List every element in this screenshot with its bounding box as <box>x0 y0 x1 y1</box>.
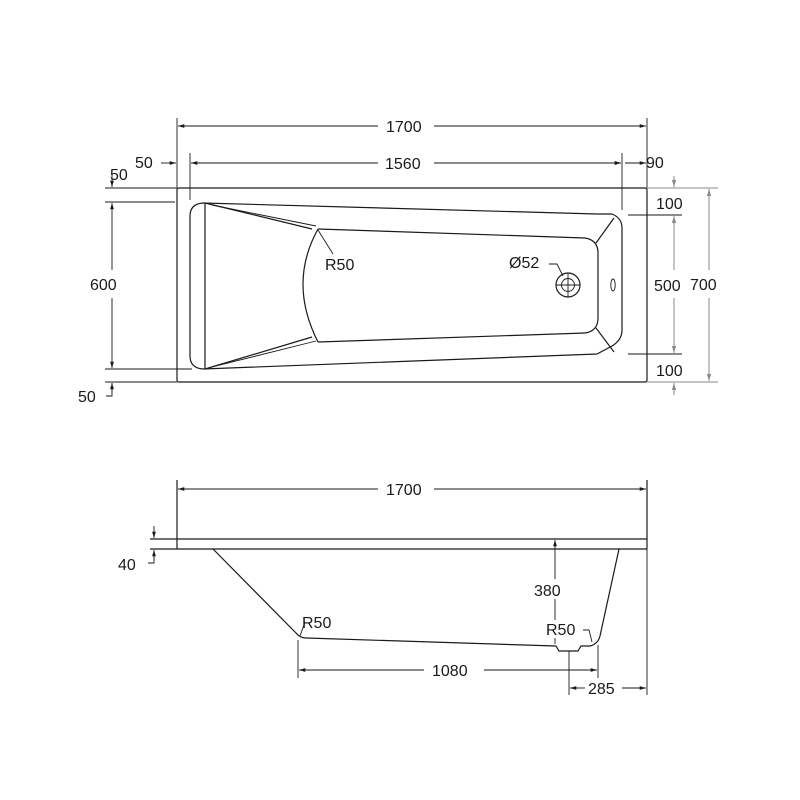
label-inner-length: 1560 <box>385 156 421 173</box>
label-rim-thickness: 40 <box>118 557 136 574</box>
tub-outer-outline <box>176 187 648 383</box>
label-radius-left: R50 <box>302 615 331 632</box>
label-top-rim-right: 100 <box>656 196 683 213</box>
label-waste-offset: 285 <box>588 681 615 698</box>
label-depth: 380 <box>534 583 561 600</box>
top-view: Ø52 R50 1700 1560 50 90 50 <box>78 118 718 406</box>
label-floor-length: 1080 <box>432 663 468 680</box>
label-radius-right: R50 <box>546 622 575 639</box>
label-bottom-rim-right: 100 <box>656 363 683 380</box>
label-inner-width-left: 600 <box>90 277 117 294</box>
label-overall-width: 700 <box>690 277 717 294</box>
label-inner-width-right: 500 <box>654 278 681 295</box>
overflow-icon <box>610 278 616 292</box>
label-backrest-radius: R50 <box>325 257 354 274</box>
label-side-overall-length: 1700 <box>386 482 422 499</box>
tub-basin-outline <box>189 202 623 370</box>
label-waste-diameter: Ø52 <box>509 255 539 272</box>
waste-outlet-icon <box>555 272 581 298</box>
label-right-rim: 90 <box>646 155 664 172</box>
label-left-rim: 50 <box>135 155 153 172</box>
side-view: 1700 40 380 R50 R50 1080 285 <box>118 480 648 698</box>
tub-side-profile <box>212 548 620 652</box>
label-bottom-rim-left: 50 <box>78 389 96 406</box>
label-top-rim-left: 50 <box>110 167 128 184</box>
label-top-overall-length: 1700 <box>386 119 422 136</box>
